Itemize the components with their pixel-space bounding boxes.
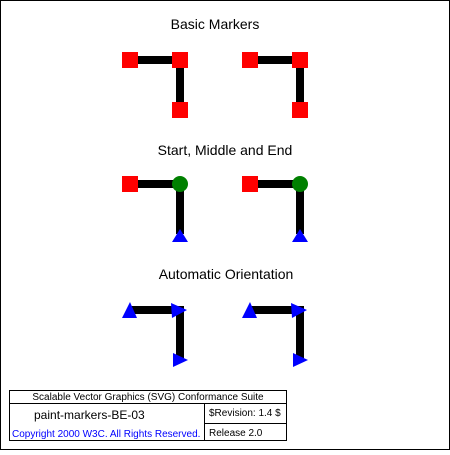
basic-markers-group-left [122,52,188,118]
release-label: Release 2.0 [209,428,263,439]
end-triangle-marker [173,353,188,367]
start-triangle-marker [122,302,137,318]
start-square-marker [122,176,138,192]
auto-orient-group-right [242,302,308,367]
middle-circle-marker [172,176,188,192]
basic-markers-group-right [242,52,308,118]
start-triangle-marker [242,302,257,318]
conformance-footer: Scalable Vector Graphics (SVG) Conforman… [9,390,287,441]
middle-triangle-marker [171,303,187,318]
start-middle-end-group-left [122,176,188,242]
end-triangle-marker [172,229,188,242]
test-name: paint-markers-BE-03 [34,408,145,422]
end-triangle-marker [292,229,308,242]
square-marker [242,52,258,68]
end-triangle-marker [293,353,308,367]
start-square-marker [242,176,258,192]
square-marker [172,52,188,68]
square-marker [292,102,308,118]
middle-triangle-marker [291,303,307,318]
start-middle-end-group-right [242,176,308,242]
copyright-link[interactable]: Copyright 2000 W3C. All Rights Reserved. [12,429,200,440]
section-title-basic-markers: Basic Markers [171,16,260,32]
square-marker [172,102,188,118]
suite-title: Scalable Vector Graphics (SVG) Conforman… [32,392,264,403]
section-title-start-middle-end: Start, Middle and End [158,142,293,158]
auto-orient-group-left [122,302,188,367]
middle-circle-marker [292,176,308,192]
revision-label: $Revision: 1.4 $ [209,408,281,419]
footer-frame [9,390,287,441]
square-marker [292,52,308,68]
section-title-automatic-orientation: Automatic Orientation [159,266,294,282]
square-marker [122,52,138,68]
